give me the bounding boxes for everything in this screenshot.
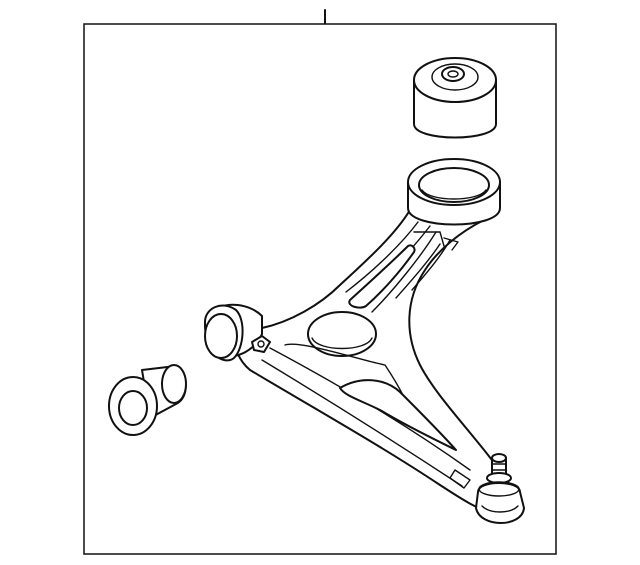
lower-control-arm — [203, 158, 512, 513]
front-bushing — [108, 364, 187, 436]
upper-bushing — [413, 57, 497, 139]
ball-joint — [475, 453, 525, 524]
